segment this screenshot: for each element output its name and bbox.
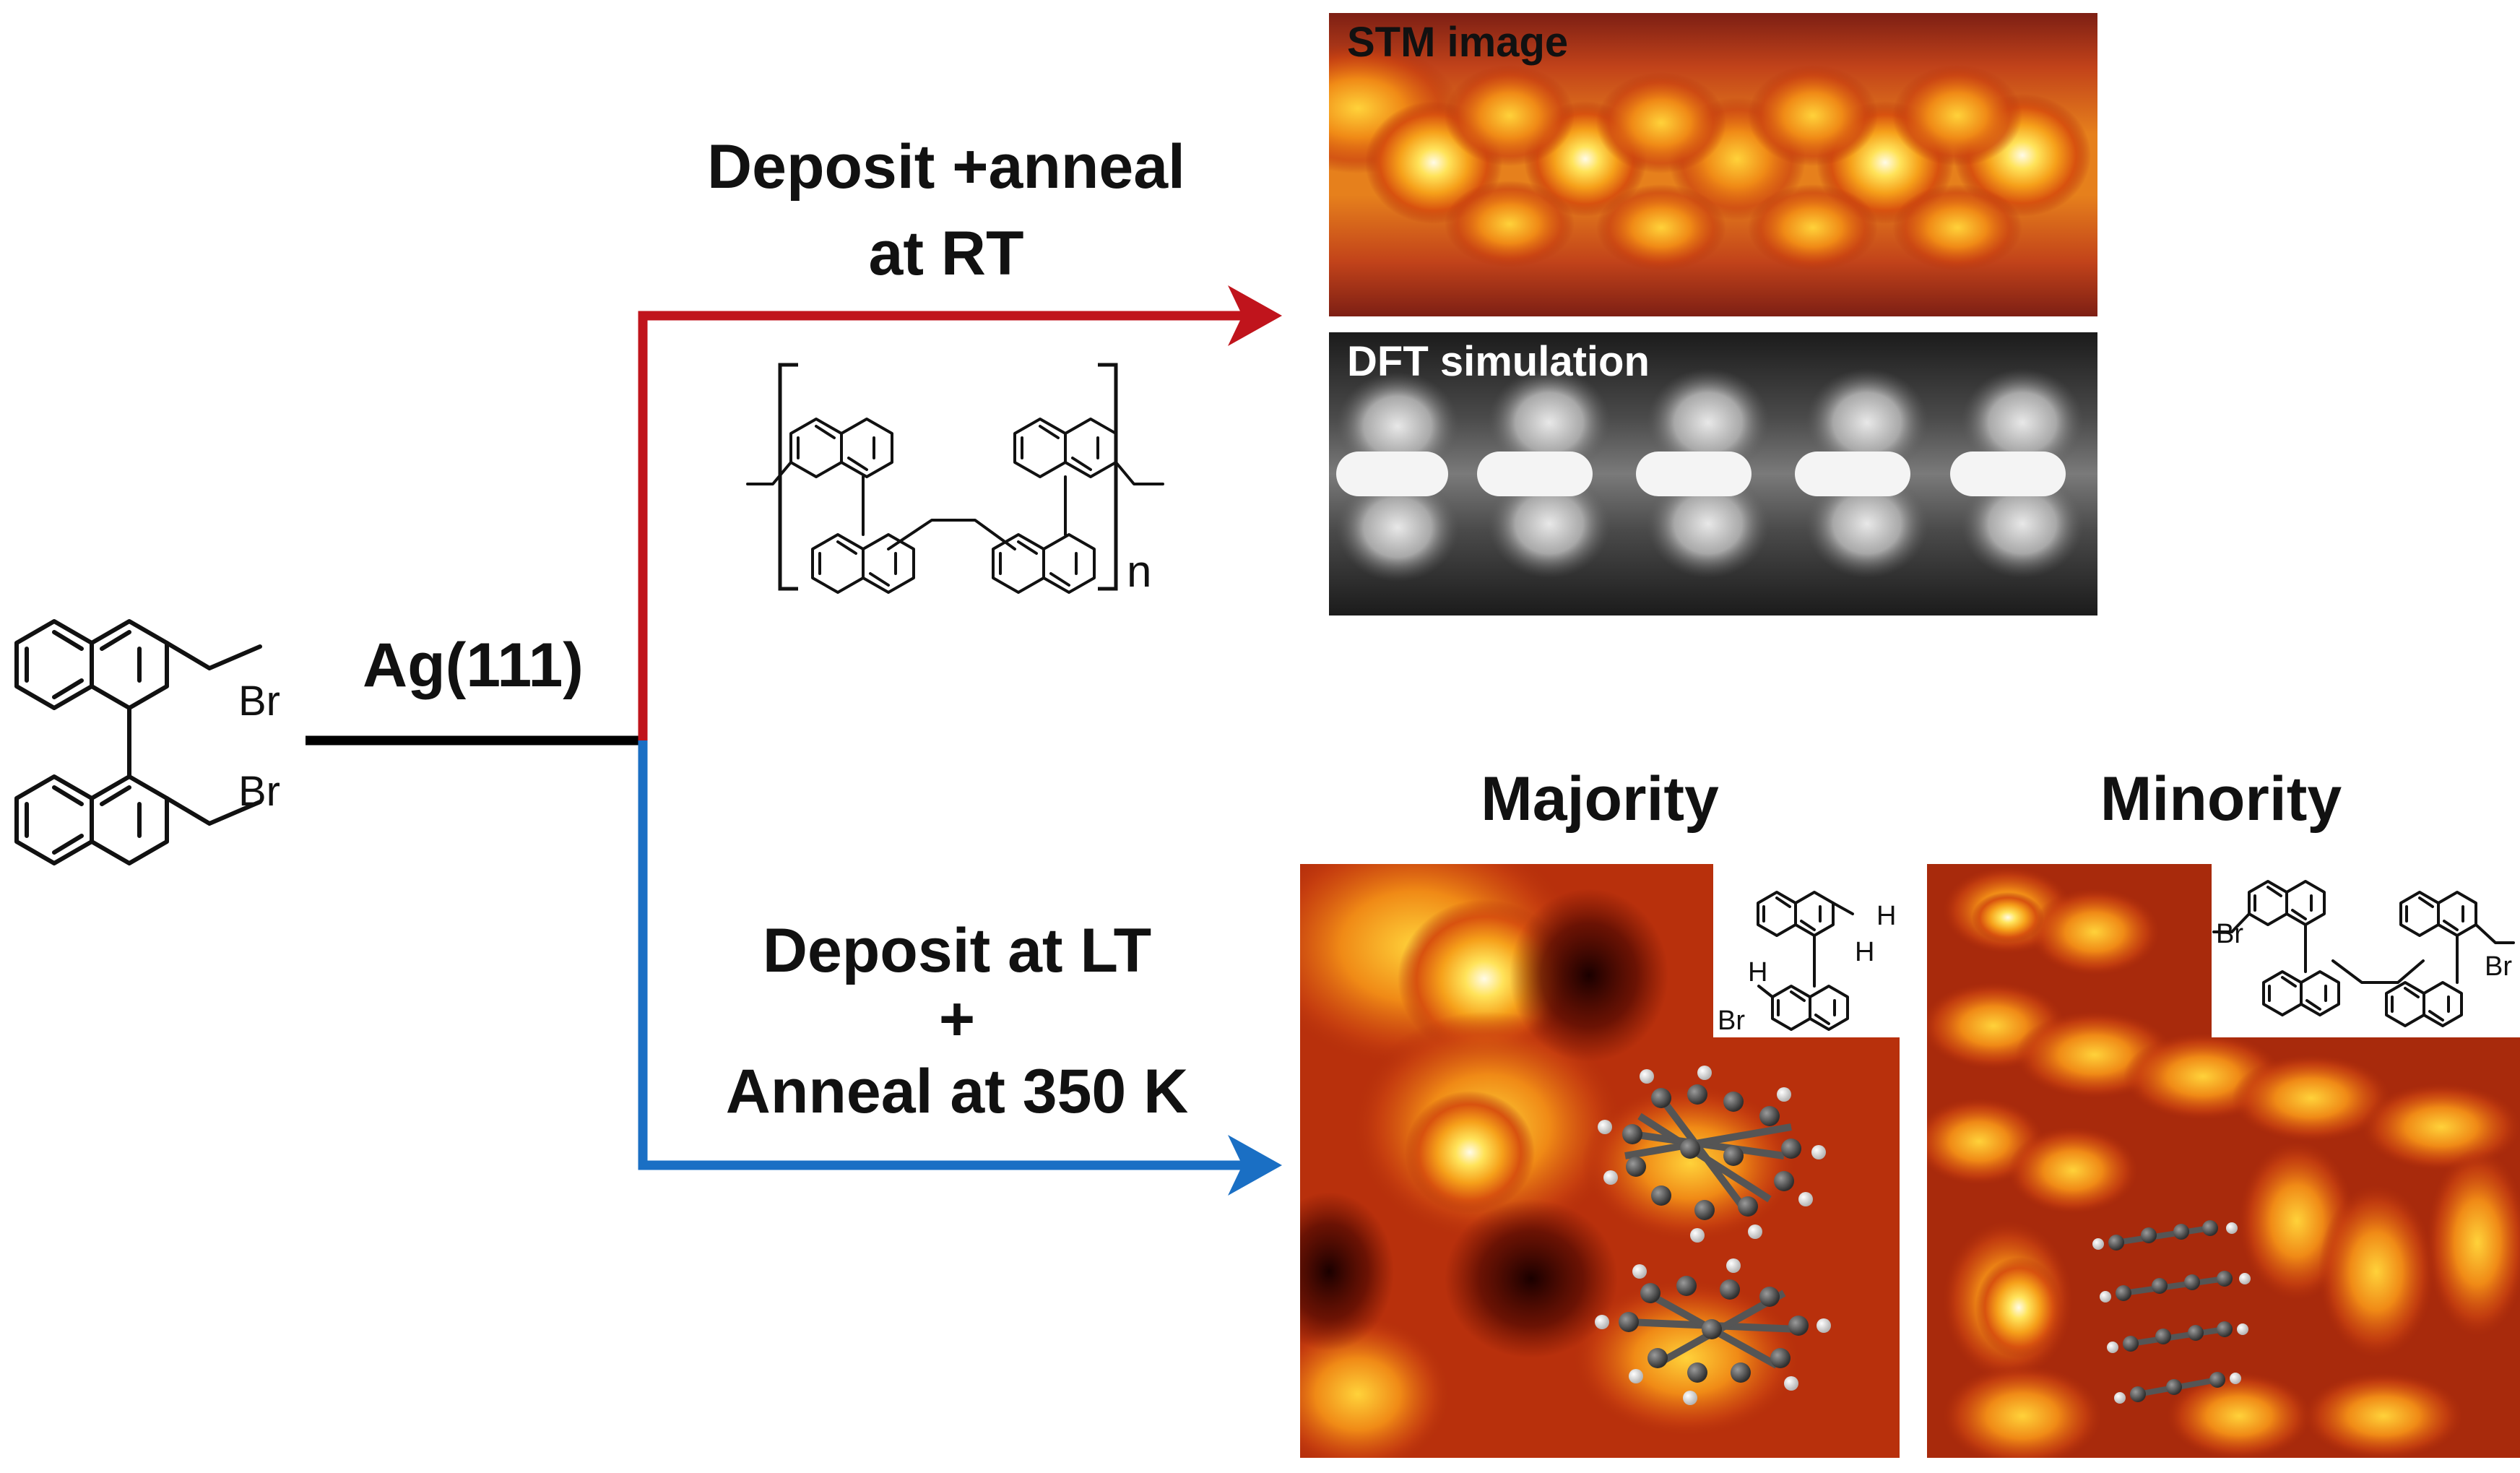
majority-model-upper bbox=[1598, 1066, 1826, 1243]
majority-inset-h1: H bbox=[1876, 901, 1896, 931]
minority-inset-br-right: Br bbox=[2485, 951, 2512, 982]
stm-image-panel bbox=[1329, 13, 2097, 316]
minority-inset-box bbox=[2212, 864, 2520, 1037]
polymer-bracket-left bbox=[778, 363, 798, 591]
majority-inset-h2: H bbox=[1855, 937, 1874, 967]
substrate-label: Ag(111) bbox=[363, 631, 584, 700]
majority-title: Majority bbox=[1481, 764, 1719, 834]
lt-condition-line-2: + bbox=[939, 985, 975, 1054]
minority-inset-structure bbox=[2212, 880, 2515, 1027]
lt-route-arrow bbox=[638, 740, 1282, 1196]
minority-inset-br-left: Br bbox=[2216, 919, 2243, 949]
lt-condition-line-1: Deposit at LT bbox=[763, 916, 1151, 985]
reactant-br-bottom: Br bbox=[238, 768, 280, 815]
dft-simulation-panel bbox=[1329, 332, 2097, 615]
majority-inset-br: Br bbox=[1718, 1006, 1745, 1036]
reactant-br-top: Br bbox=[238, 678, 280, 725]
reactant-structure bbox=[17, 621, 262, 863]
polymer-repeat-n: n bbox=[1127, 547, 1151, 597]
rt-condition-line-2: at RT bbox=[869, 219, 1024, 288]
majority-inset-box bbox=[1713, 864, 1900, 1037]
minority-title: Minority bbox=[2100, 764, 2342, 834]
polymer-structure bbox=[746, 418, 1164, 594]
majority-inset-h3: H bbox=[1748, 957, 1767, 988]
rt-route-arrow bbox=[638, 285, 1282, 740]
majority-inset-structure bbox=[1757, 891, 1854, 1031]
stm-panel-label: STM image bbox=[1347, 19, 1568, 66]
polymer-bracket-right bbox=[1098, 363, 1118, 591]
lt-condition-line-3: Anneal at 350 K bbox=[726, 1057, 1188, 1126]
dft-panel-label: DFT simulation bbox=[1347, 338, 1650, 385]
minority-model bbox=[2092, 1220, 2251, 1404]
rt-condition-line-1: Deposit +anneal bbox=[707, 132, 1185, 202]
majority-model-lower bbox=[1595, 1258, 1831, 1405]
